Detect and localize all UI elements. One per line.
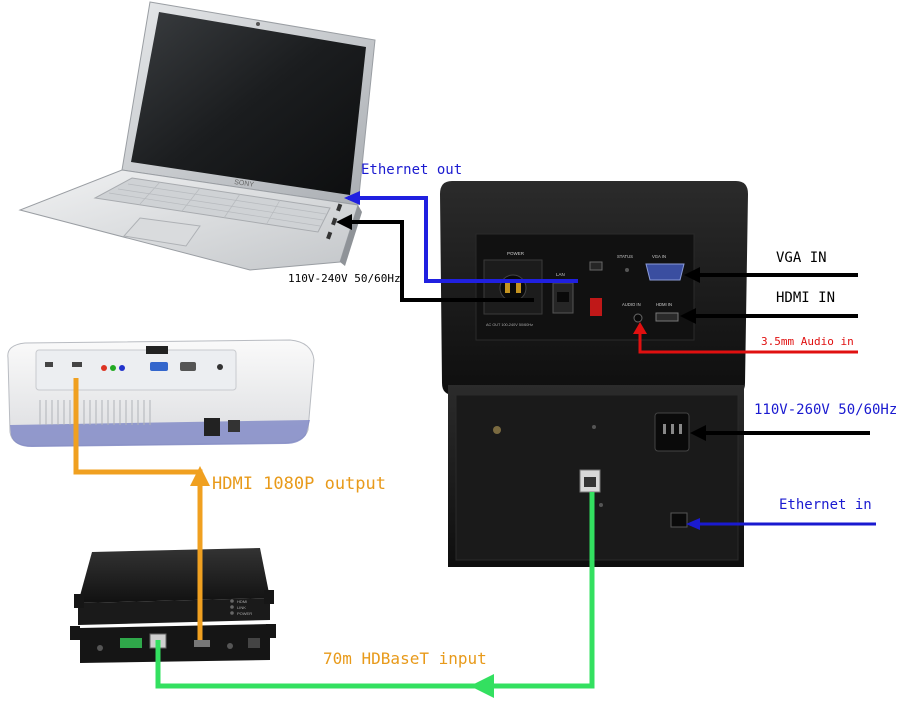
status-led-icon [625,268,629,272]
label-power-110-260: 110V-260V 50/60Hz [754,402,898,418]
panel-rating-label: AC OUT 100-240V 50/60Hz [486,323,533,327]
receiver-led-label: HDMI [237,599,247,604]
projector-port-icon [72,362,82,367]
receiver-back [80,624,270,663]
outlet-socket-icon [499,274,527,302]
label-ethernet-out: Ethernet out [361,162,463,178]
projector-vga-port-icon [150,362,168,371]
laptop-brand-logo: SONY [234,179,255,189]
iec-inlet-pin-icon [663,424,666,434]
receiver-front [78,598,270,625]
panel-hdmi-in-label: HDMI IN [656,302,672,307]
laptop-camera [256,22,260,26]
projector [7,339,315,447]
receiver-phoenix-connector-icon [120,638,142,648]
panel-status-label: STATUS [617,254,633,259]
projector-rca-icon [110,365,116,371]
receiver-led-label: LINK [237,605,246,610]
receiver-led [230,605,234,609]
chassis-rj45-socket-icon [584,477,596,487]
panel-lan-label: LAN [556,272,565,277]
panel-audio-in-label: AUDIO IN [622,302,641,307]
vga-port-icon [645,263,685,281]
panel-power-label: POWER [507,251,525,256]
cable-chassis-power [690,425,870,441]
chassis-screw-icon [599,503,603,507]
receiver-hdmi-port-icon [194,640,210,647]
outlet-contact-icon [516,283,521,293]
lan-port-socket-icon [557,292,569,302]
projector-port-icon [45,362,53,367]
cable-ethernet-in [686,518,876,530]
receiver-switch-icon [248,638,260,648]
audio-jack-icon [633,313,643,323]
receiver-led [230,599,234,603]
receiver-port-icon [97,645,103,651]
projector-switch-icon [228,420,240,432]
receiver-led-label: POWER [237,611,252,616]
hdmi-port-icon [655,312,679,322]
projector-rca-icon [101,365,107,371]
cable-hdmi-in [680,308,858,324]
projector-vents [39,400,151,425]
hdbaset-receiver: HDMI LINK POWER [70,548,276,663]
cable-audio-in [633,322,858,354]
label-power-110-240: 110V-240V 50/60Hz [288,272,401,285]
label-audio-in: 3.5mm Audio in [761,335,854,348]
laptop-screen [131,12,366,195]
laptop-touchpad [123,217,201,247]
projector-audio-port-icon [217,364,223,370]
laptop-port-icon [326,231,333,240]
cable-vga-in [684,267,858,283]
projector-rca-icon [119,365,125,371]
laptop-port-icon [336,203,343,212]
usb-port-icon [589,261,603,271]
laptop-port-icon [331,217,338,226]
cable-laptop-power [336,214,534,302]
cable-hdmi-output [73,378,210,640]
chassis-ethernet-port-icon [670,512,688,528]
receiver-led [230,611,234,615]
table-box-top: POWER AC OUT 100-240V 50/60Hz LAN STATUS… [440,181,748,395]
projector-serial-port-icon [180,362,196,371]
receiver-ears [70,590,276,640]
label-ethernet-in: Ethernet in [779,497,872,513]
iec-inlet-pin-icon [671,424,674,434]
receiver-top [78,548,270,603]
cable-ethernet-out [344,191,578,283]
projector-power-socket-icon [204,418,220,436]
label-vga-in: VGA IN [776,250,827,266]
cable-hdbaset [155,492,595,698]
laptop: SONY [18,1,376,271]
table-box-chassis [448,385,744,567]
label-hdbaset-input: 70m HDBaseT input [323,649,487,668]
chassis-screw-icon [592,425,596,429]
receiver-dc-port-icon [227,643,233,649]
panel-vga-in-label: VGA IN [652,254,666,259]
outlet-contact-icon [505,283,510,293]
label-hdmi-in: HDMI IN [776,290,836,306]
label-hdmi-output: HDMI 1080P output [212,474,386,494]
projector-top-panel [35,349,237,391]
chassis-screw-icon [493,426,501,434]
laptop-keys [108,181,327,227]
dip-switch-icon [590,298,602,316]
iec-inlet-pin-icon [679,424,682,434]
projector-handle [146,346,168,354]
